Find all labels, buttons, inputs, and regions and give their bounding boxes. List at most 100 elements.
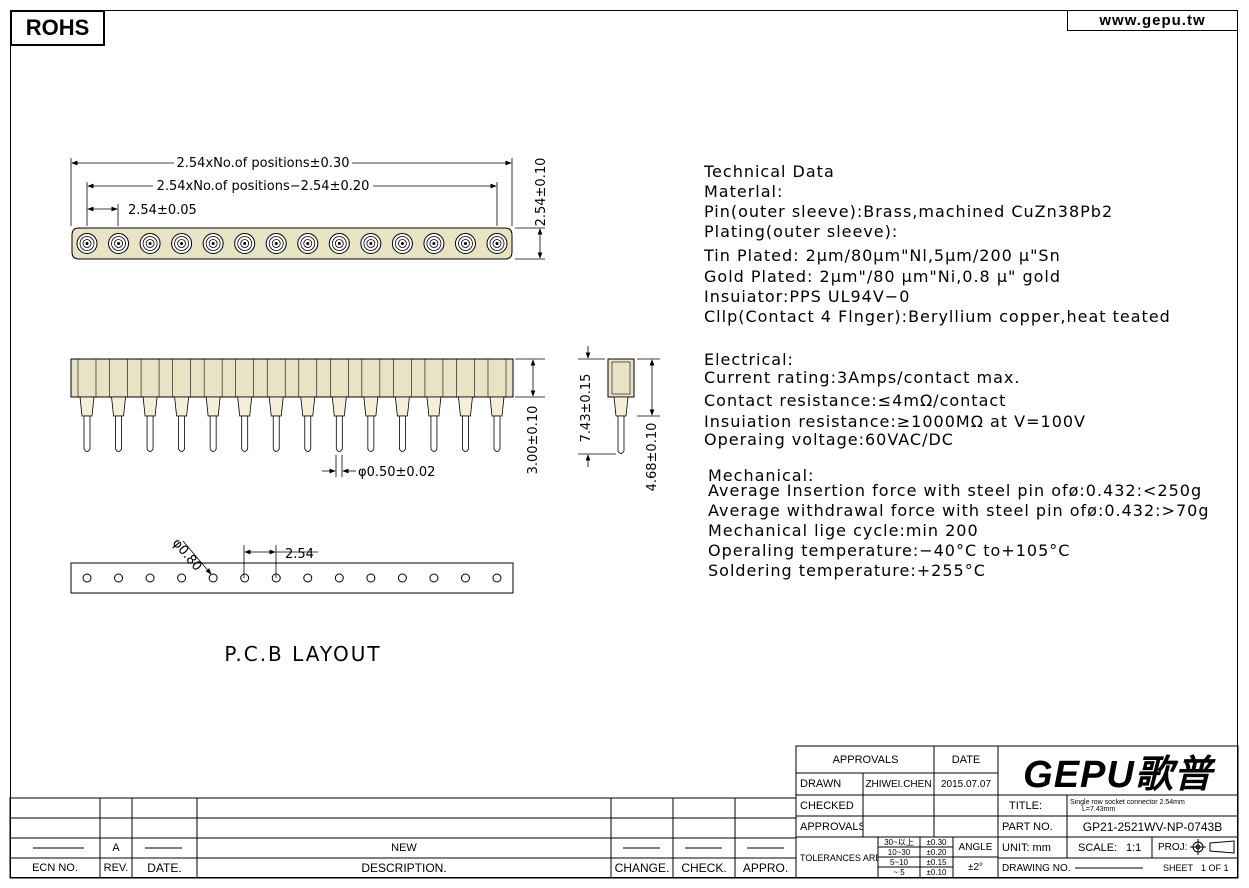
pcb-caption: P.C.B LAYOUT bbox=[224, 642, 381, 666]
angle-value: ±2° bbox=[967, 862, 984, 873]
tech-line: Plating(outer sleeve): bbox=[704, 222, 899, 241]
dim-pin-length: 4.68±0.10 bbox=[645, 423, 660, 492]
socket-pin bbox=[361, 359, 381, 452]
projection-symbol bbox=[1190, 839, 1235, 855]
part-no-label: PART NO. bbox=[1002, 820, 1053, 833]
drawn-date: 2015.07.07 bbox=[940, 778, 992, 790]
tol-value: ±0.15 bbox=[926, 857, 947, 867]
website-label: www.gepu.tw bbox=[1067, 10, 1238, 31]
description-value: NEW bbox=[391, 842, 417, 854]
pcb-hole bbox=[492, 573, 502, 583]
unit-label: UNIT: mm bbox=[1002, 841, 1051, 854]
electrical-line: Operaing voltage:60VAC/DC bbox=[704, 430, 954, 449]
tol-range: 30~以上 bbox=[884, 837, 914, 847]
socket-pin bbox=[298, 359, 318, 452]
check-header: CHECK. bbox=[681, 861, 727, 875]
title-block-grid bbox=[9, 745, 1239, 879]
gepu-logo: GEPU歌普 bbox=[1023, 753, 1213, 796]
dim-body-height: 3.00±0.10 bbox=[526, 406, 541, 475]
socket-hole bbox=[391, 233, 413, 254]
electrical-line: Contact resistance:≤4mΩ/contact bbox=[704, 391, 1007, 410]
socket-hole bbox=[328, 233, 350, 254]
socket-pin bbox=[393, 359, 412, 452]
socket-pin bbox=[487, 359, 507, 452]
socket-hole bbox=[454, 233, 476, 254]
dim-overall-height: 7.43±0.15 bbox=[579, 374, 594, 443]
socket-pin bbox=[266, 359, 286, 452]
socket-pin bbox=[456, 359, 475, 452]
pcb-hole bbox=[397, 573, 407, 583]
change-header: CHANGE. bbox=[614, 861, 670, 875]
pcb-hole bbox=[208, 573, 218, 583]
rev-value: A bbox=[112, 842, 120, 854]
drawn-by: ZHIWEI.CHEN bbox=[865, 778, 932, 790]
angle-label: ANGLE bbox=[958, 841, 993, 853]
approvals-label: APPROVALS bbox=[800, 820, 863, 833]
rohs-badge: ROHS bbox=[10, 10, 105, 46]
title-value-line2: L=7.43mm bbox=[1082, 805, 1116, 813]
socket-pin bbox=[203, 359, 223, 452]
electrical-block: Electrical: Current rating:3Amps/contact… bbox=[704, 350, 1086, 450]
tol-value: ±0.10 bbox=[926, 868, 947, 877]
mechanical-block: Mechanical: Average Insertion force with… bbox=[708, 466, 1209, 581]
rev-header: REV. bbox=[103, 862, 129, 874]
pcb-hole bbox=[114, 573, 124, 583]
socket-pin bbox=[424, 359, 444, 452]
tech-line: Insuiator:PPS UL94V−0 bbox=[704, 287, 911, 306]
socket-hole bbox=[297, 233, 319, 254]
mechanical-line: Average withdrawal force with steel pin … bbox=[708, 501, 1210, 520]
socket-pin bbox=[77, 359, 97, 452]
date-header: DATE bbox=[951, 754, 981, 766]
mechanical-line: Mechanical lige cycle:min 200 bbox=[708, 521, 979, 540]
ecn-no-header: ECN NO. bbox=[32, 862, 78, 874]
tol-range: 10~30 bbox=[887, 847, 911, 857]
drawn-label: DRAWN bbox=[800, 778, 842, 790]
dim-width: 2.54±0.10 bbox=[534, 158, 549, 227]
electrical-line: Insuiation resistance:≥1000MΩ at V=100V bbox=[704, 412, 1086, 431]
technical-data-block: Technical Data Materlal: Pin(outer sleev… bbox=[704, 162, 1171, 327]
proj-label: PROJ: bbox=[1158, 842, 1188, 853]
dim-inner-length: 2.54xNo.of positions−2.54±0.20 bbox=[157, 179, 370, 194]
part-no-value: GP21-2521WV-NP-0743B bbox=[1082, 819, 1223, 834]
socket-hole bbox=[423, 233, 445, 254]
socket-pin bbox=[172, 359, 191, 452]
socket-hole bbox=[202, 233, 224, 254]
tol-value: ±0.20 bbox=[926, 847, 947, 857]
tol-range: ~ 5 bbox=[893, 868, 905, 877]
title-value-line1: Single row socket connector 2.54mm bbox=[1070, 798, 1185, 806]
mechanical-line: Mechanical: bbox=[708, 466, 815, 485]
title-label: TITLE: bbox=[1009, 799, 1043, 812]
tech-line: Technical Data bbox=[704, 162, 835, 181]
dim-total-length: 2.54xNo.of positions±0.30 bbox=[177, 156, 350, 171]
mechanical-line: Operaling temperature:−40°C to+105°C bbox=[708, 541, 1071, 560]
tech-line: Gold Plated: 2μm"/80 μm"Ni,0.8 μ" gold bbox=[704, 267, 1061, 286]
socket-hole bbox=[360, 233, 382, 254]
pcb-hole bbox=[303, 573, 313, 583]
side-view: 7.43±0.15 4.68±0.10 bbox=[578, 346, 660, 491]
pcb-hole bbox=[82, 573, 92, 583]
approvals-header: APPROVALS bbox=[832, 754, 899, 766]
socket-hole bbox=[76, 233, 98, 254]
electrical-line: Electrical: bbox=[704, 350, 794, 369]
pcb-hole bbox=[145, 573, 155, 583]
pcb-layout: 2.54 φ0.80 P.C.B LAYOUT bbox=[70, 536, 514, 666]
title-value: Single row socket connector 2.54mm L=7.4… bbox=[1068, 795, 1238, 816]
pcb-hole bbox=[177, 573, 187, 583]
tol-value: ±0.30 bbox=[926, 837, 947, 847]
mechanical-line: Soldering temperature:+255°C bbox=[708, 561, 986, 580]
date-header-rev: DATE. bbox=[147, 861, 182, 875]
sheet-value: 1 OF 1 bbox=[1201, 863, 1229, 873]
socket-pin bbox=[235, 359, 254, 452]
sheet-label: SHEET bbox=[1163, 863, 1194, 873]
tech-line: Tin Plated: 2μm/80μm"Nl,5μm/200 μ"Sn bbox=[704, 246, 1061, 265]
pcb-hole bbox=[366, 573, 376, 583]
top-view: 2.54xNo.of positions±0.30 2.54xNo.of pos… bbox=[70, 154, 549, 260]
tol-range: 5~10 bbox=[889, 857, 909, 867]
socket-hole bbox=[486, 233, 508, 254]
socket-pin bbox=[140, 359, 160, 452]
front-view: 3.00±0.10 φ0.50±0.02 bbox=[70, 358, 545, 480]
pcb-hole bbox=[429, 573, 439, 583]
pcb-hole bbox=[460, 573, 470, 583]
socket-pin bbox=[109, 359, 128, 452]
